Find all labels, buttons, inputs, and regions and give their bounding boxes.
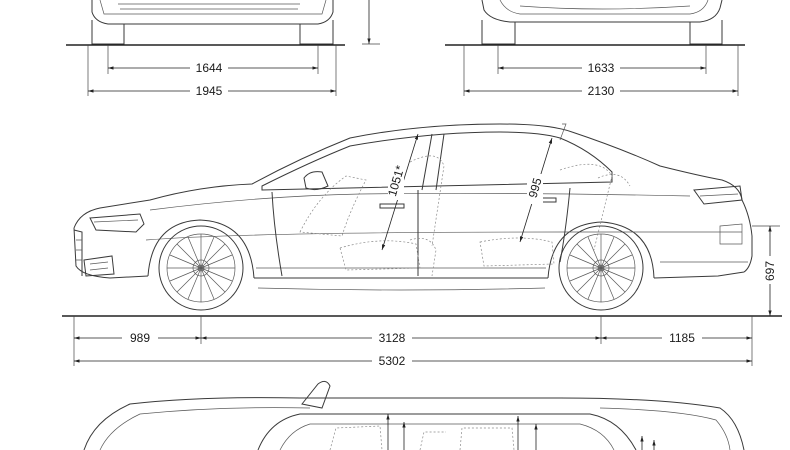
front-overhang-label: 989 bbox=[130, 331, 150, 345]
height-label: 697 bbox=[763, 261, 777, 281]
rear-view bbox=[445, 0, 745, 46]
rear-width-dimension: 2130 bbox=[463, 45, 739, 98]
top-view bbox=[83, 380, 745, 450]
front-track-dimension: 1644 bbox=[107, 45, 319, 75]
front-view bbox=[66, 0, 345, 46]
rear-headroom-dimension: 995 bbox=[519, 137, 553, 243]
front-wheel bbox=[158, 225, 244, 311]
rear-track-dimension: 1633 bbox=[497, 45, 707, 75]
side-view bbox=[62, 123, 782, 317]
rear-width-label: 2130 bbox=[588, 84, 615, 98]
length-label: 5302 bbox=[379, 354, 406, 368]
length-dimension: 5302 bbox=[74, 353, 752, 368]
height-dimension: 697 bbox=[752, 225, 780, 316]
rear-wheel bbox=[558, 225, 644, 311]
front-width-label: 1945 bbox=[196, 84, 223, 98]
front-track-label: 1644 bbox=[196, 61, 223, 75]
rear-headroom-label: 995 bbox=[526, 176, 545, 199]
rear-track-label: 1633 bbox=[588, 61, 615, 75]
wheelbase-label: 3128 bbox=[379, 331, 406, 345]
front-headroom-dimension: 1051* bbox=[381, 133, 419, 251]
overhang-wheelbase-dimensions: 989 3128 1185 bbox=[73, 316, 753, 366]
front-width-dimension: 1945 bbox=[87, 45, 337, 98]
rear-overhang-label: 1185 bbox=[669, 331, 695, 345]
